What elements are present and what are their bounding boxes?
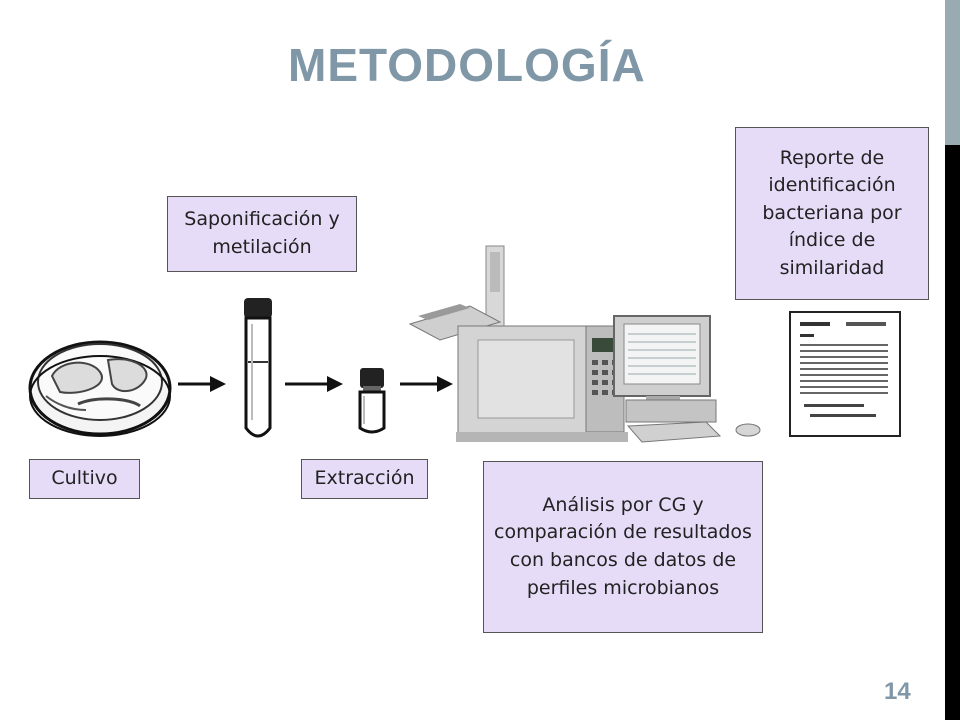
petri-dish-icon [28, 340, 172, 437]
sidebar-accent-top [945, 0, 960, 145]
sidebar-accent-bottom [945, 145, 960, 720]
step-label-analisis: Análisis por CG y comparación de resulta… [483, 461, 763, 633]
test-tube-icon [244, 298, 272, 438]
arrow-right-icon [285, 376, 343, 392]
vial-icon [358, 368, 386, 434]
arrow-right-icon [178, 376, 226, 392]
step-label-saponificacion: Saponificación y metilación [167, 196, 357, 272]
report-document-icon [789, 311, 901, 437]
step-label-reporte: Reporte de identificación bacteriana por… [735, 127, 929, 300]
step-label-extraccion: Extracción [301, 459, 428, 499]
arrow-right-icon [400, 376, 453, 392]
slide-title: METODOLOGÍA [288, 39, 646, 91]
computer-monitor-icon [613, 315, 761, 443]
page-number: 14 [884, 678, 911, 705]
step-label-cultivo: Cultivo [29, 459, 140, 499]
gas-chromatograph-icon [408, 245, 628, 442]
